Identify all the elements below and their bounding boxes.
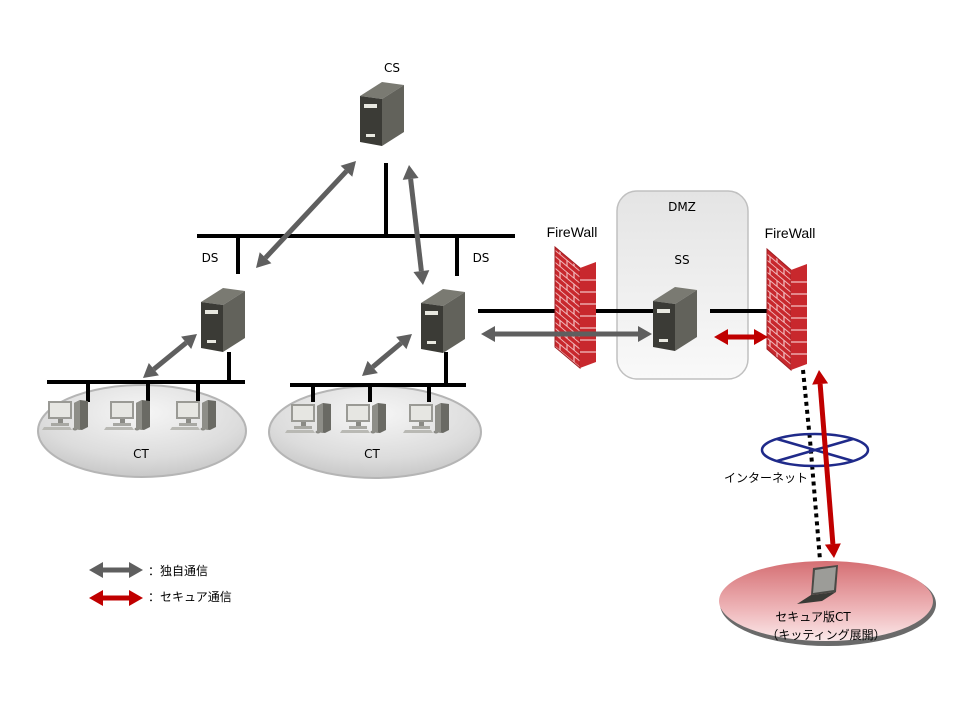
proprietary-arrow-ds-right-ct — [362, 334, 412, 376]
cs-label: CS — [384, 61, 400, 75]
proprietary-arrow-ds-ss — [481, 326, 652, 342]
legend-label-secure: ：セキュア通信 — [148, 590, 232, 604]
ct-left-label: CT — [133, 447, 149, 461]
secure-arrow-ss-firewall — [714, 329, 768, 345]
network-lines — [47, 163, 781, 402]
secure-ct-disk — [719, 561, 933, 641]
firewall-inner-label: FireWall — [547, 224, 598, 240]
legend: ：独自通信 ：セキュア通信 — [89, 562, 232, 606]
legend-label-proprietary: ：独自通信 — [148, 564, 208, 578]
proprietary-arrow-cs-ds-right — [402, 165, 430, 285]
ct-right-label: CT — [364, 447, 380, 461]
ss-label: SS — [674, 253, 689, 267]
proprietary-arrow-cs-ds-left — [256, 161, 356, 268]
ds-left-server-icon — [201, 288, 245, 352]
firewall-outer-label: FireWall — [765, 225, 816, 241]
firewall-outer-icon — [766, 247, 807, 372]
cs-server-icon — [360, 82, 404, 146]
internet-label: インターネット — [724, 471, 808, 485]
laptop-icon — [797, 565, 838, 604]
firewall-inner-icon — [554, 245, 596, 370]
ds-right-server-icon — [421, 289, 465, 353]
secure-arrow-firewall-secure-ct — [812, 370, 841, 558]
ds-right-label: DS — [473, 251, 490, 265]
legend-arrow-proprietary — [89, 562, 143, 578]
dmz-label: DMZ — [668, 200, 696, 214]
ds-left-label: DS — [202, 251, 219, 265]
secure-ct-label: セキュア版CT — [775, 610, 851, 624]
legend-arrow-secure — [89, 590, 143, 606]
dmz-zone — [616, 190, 749, 380]
secure-ct-sublabel: （キッティング展開） — [766, 628, 885, 642]
proprietary-arrow-ds-left-ct — [143, 334, 197, 378]
ct-left-disk — [37, 384, 247, 478]
internet-icon — [760, 432, 870, 468]
